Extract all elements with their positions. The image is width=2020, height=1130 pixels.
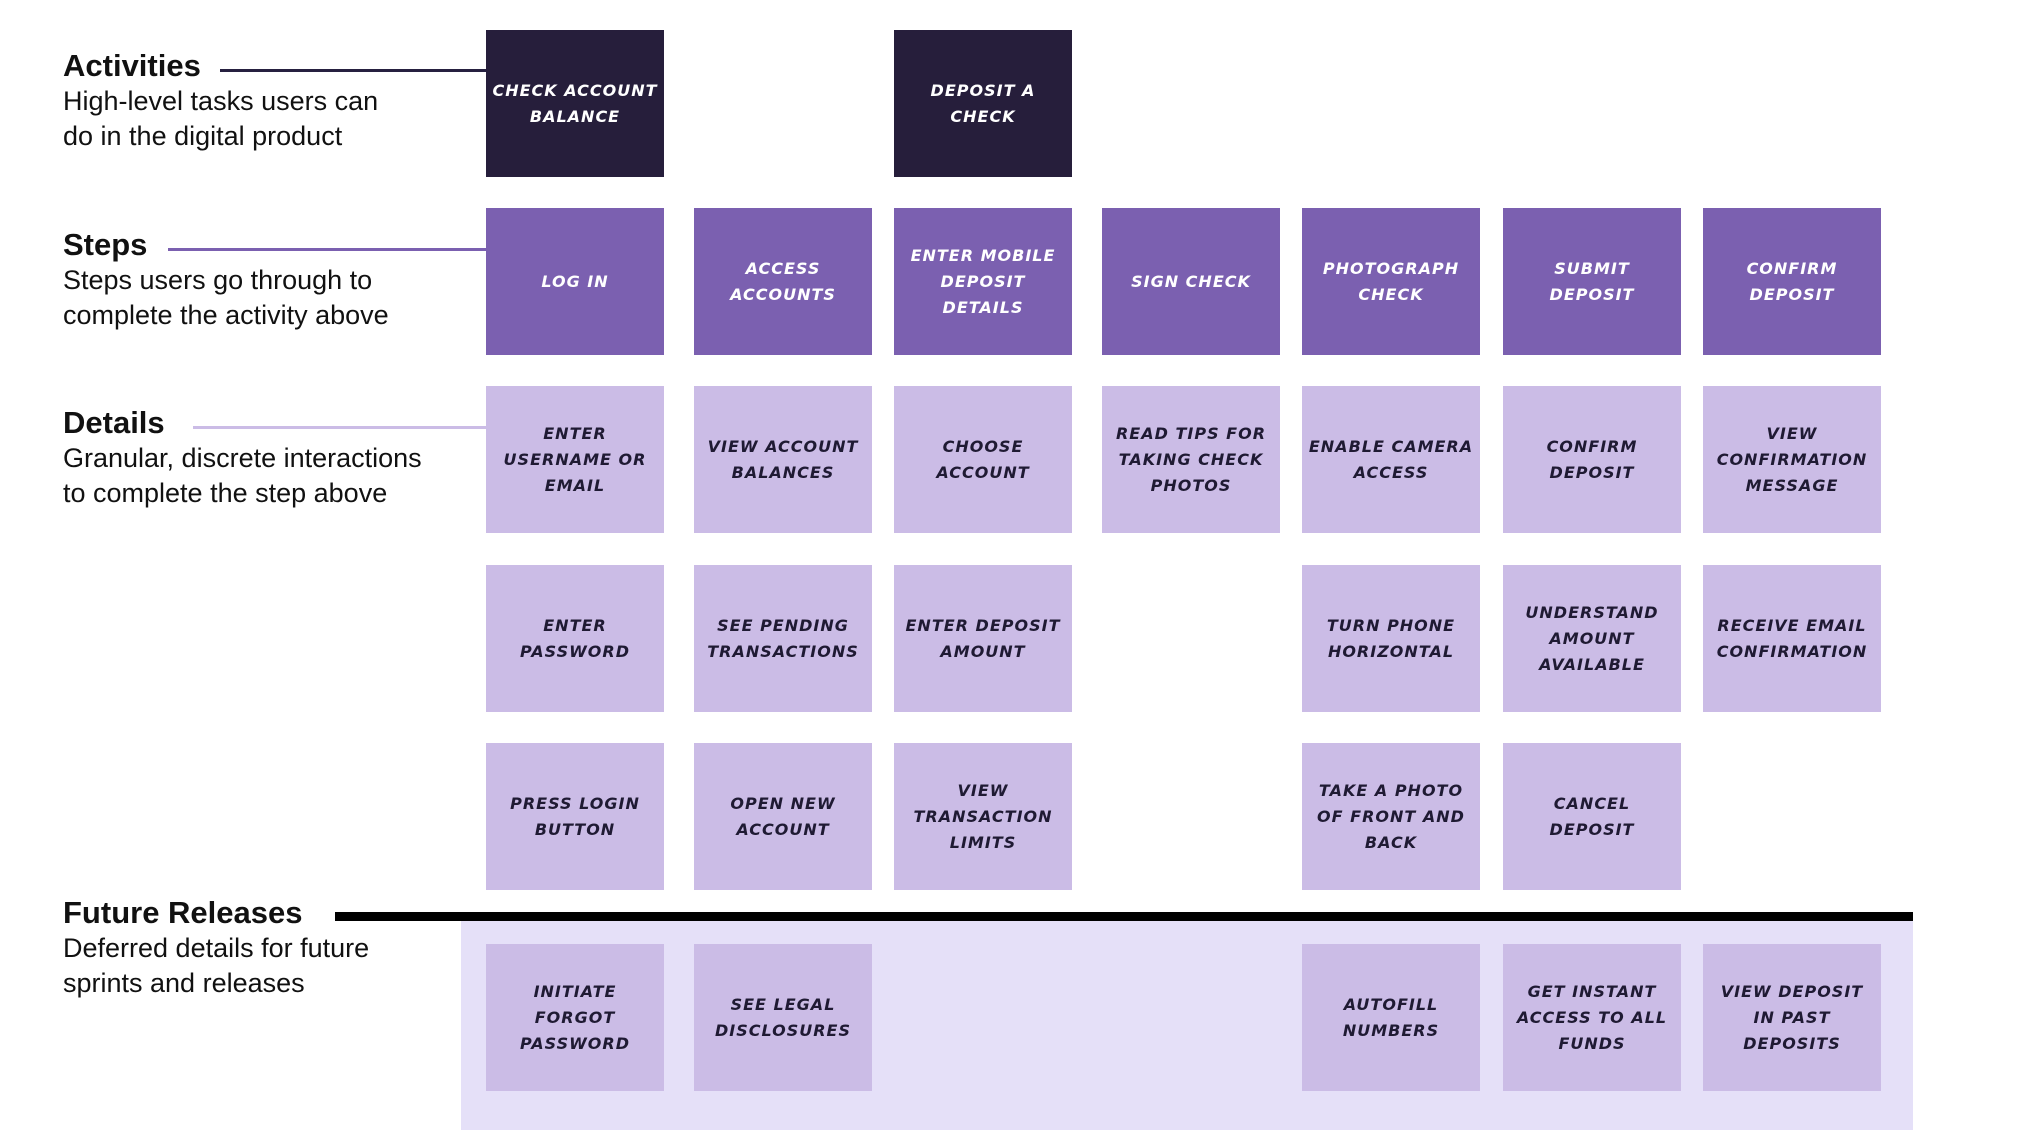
legend-title: Activities	[63, 48, 201, 83]
legend-desc: Granular, discrete interactions	[63, 443, 422, 473]
future-card[interactable]: Initiate forgot password	[486, 944, 664, 1091]
future-releases-panel	[461, 921, 1913, 1130]
activity-card[interactable]: Check account balance	[486, 30, 664, 177]
release-divider-line	[335, 912, 1913, 921]
detail-card[interactable]: Enable camera access	[1302, 386, 1480, 533]
detail-card[interactable]: Choose account	[894, 386, 1072, 533]
detail-card[interactable]: Turn phone horizontal	[1302, 565, 1480, 712]
legend-title: Details	[63, 405, 165, 440]
legend-desc: complete the activity above	[63, 300, 389, 330]
detail-card[interactable]: Read tips for taking check photos	[1102, 386, 1280, 533]
legend-desc: Deferred details for future	[63, 933, 370, 963]
step-card[interactable]: Photograph check	[1302, 208, 1480, 355]
step-card[interactable]: Submit deposit	[1503, 208, 1681, 355]
step-card[interactable]: Sign check	[1102, 208, 1280, 355]
legend-desc: sprints and releases	[63, 968, 305, 998]
step-card[interactable]: Log in	[486, 208, 664, 355]
future-card[interactable]: View deposit in past deposits	[1703, 944, 1881, 1091]
detail-card[interactable]: Enter username or email	[486, 386, 664, 533]
legend-desc: do in the digital product	[63, 121, 343, 151]
step-card[interactable]: Confirm deposit	[1703, 208, 1881, 355]
detail-card[interactable]: Enter deposit amount	[894, 565, 1072, 712]
legend-activities: Activities High-level tasks users can do…	[63, 48, 378, 154]
activities-connector-line	[220, 69, 486, 72]
legend-future-releases: Future Releases Deferred details for fut…	[63, 895, 369, 1001]
future-card[interactable]: See legal disclosures	[694, 944, 872, 1091]
future-card[interactable]: Get instant access to all funds	[1503, 944, 1681, 1091]
activity-card[interactable]: Deposit a check	[894, 30, 1072, 177]
steps-connector-line	[168, 248, 486, 251]
step-card[interactable]: Enter mobile deposit details	[894, 208, 1072, 355]
detail-card[interactable]: Receive email confirmation	[1703, 565, 1881, 712]
detail-card[interactable]: Enter password	[486, 565, 664, 712]
legend-desc: High-level tasks users can	[63, 86, 379, 116]
detail-card[interactable]: Take a photo of front and back	[1302, 743, 1480, 890]
step-card[interactable]: Access accounts	[694, 208, 872, 355]
legend-steps: Steps Steps users go through to complete…	[63, 227, 389, 333]
detail-card[interactable]: See pending transactions	[694, 565, 872, 712]
legend-desc: Steps users go through to	[63, 265, 373, 295]
future-card[interactable]: Autofill numbers	[1302, 944, 1480, 1091]
detail-card[interactable]: Press login button	[486, 743, 664, 890]
details-connector-line	[193, 426, 486, 429]
detail-card[interactable]: Cancel deposit	[1503, 743, 1681, 890]
detail-card[interactable]: View confirmation message	[1703, 386, 1881, 533]
detail-card[interactable]: Understand amount available	[1503, 565, 1681, 712]
detail-card[interactable]: View account balances	[694, 386, 872, 533]
legend-desc: to complete the step above	[63, 478, 388, 508]
detail-card[interactable]: Open new account	[694, 743, 872, 890]
legend-details: Details Granular, discrete interactions …	[63, 405, 422, 511]
legend-title: Steps	[63, 227, 148, 262]
legend-title: Future Releases	[63, 895, 303, 930]
detail-card[interactable]: Confirm deposit	[1503, 386, 1681, 533]
detail-card[interactable]: View transaction limits	[894, 743, 1072, 890]
